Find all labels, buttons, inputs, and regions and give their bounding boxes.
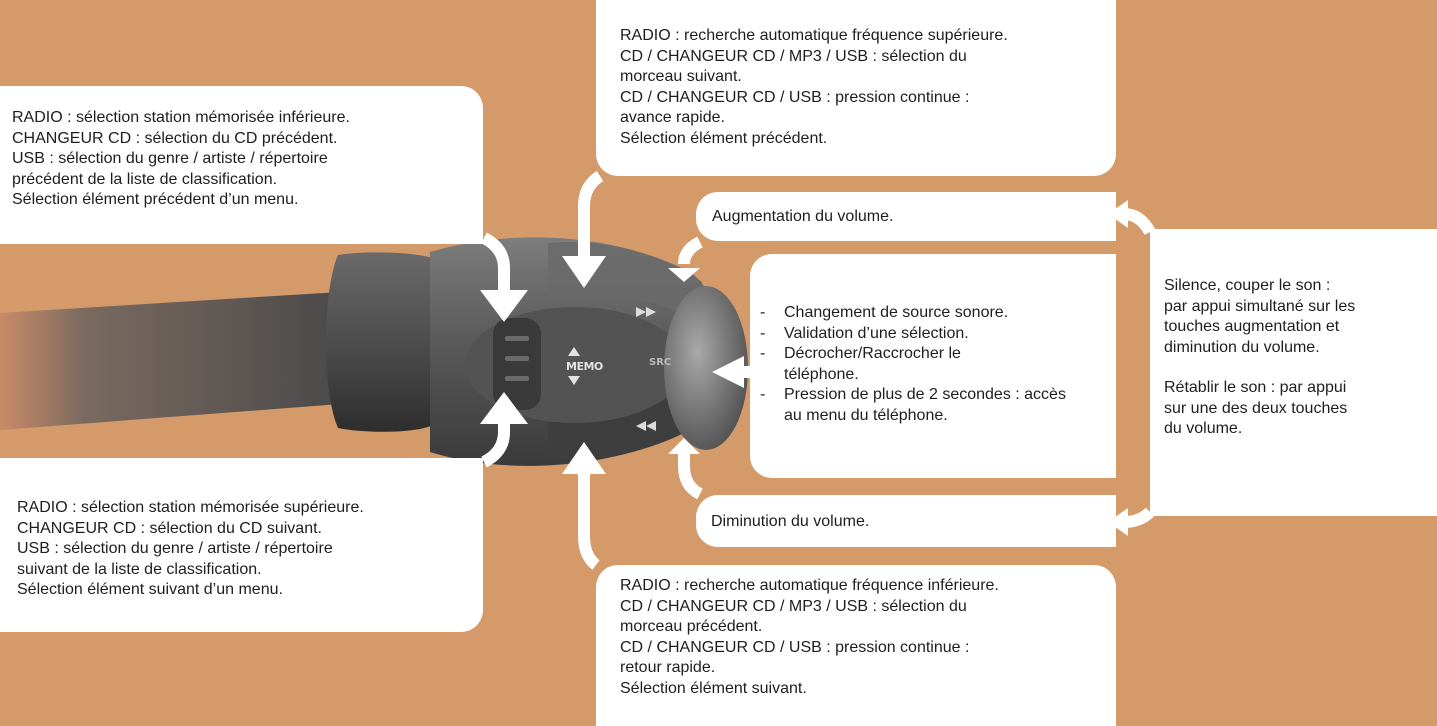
arrow-head-top-left [480,290,528,322]
callout-line: avance rapide. [620,109,725,126]
volume-down-label: Diminution du volume. [711,513,870,530]
arrow-head-top-right [562,256,606,288]
callout-volume-down: Diminution du volume. [696,495,1116,547]
src-end-cap [664,286,748,450]
callout-src-button: Changement de source sonore. Validation … [750,254,1116,478]
callout-line: USB : sélection du genre / artiste / rép… [12,150,328,167]
callout-line: RADIO : sélection station mémorisée supé… [17,499,364,516]
callout-line: USB : sélection du genre / artiste / rép… [17,540,333,557]
unmute-line: du volume. [1164,420,1243,437]
seek-down-rocker [548,386,702,459]
mute-line: touches augmentation et [1164,318,1340,335]
arrow-head-bottom-right [562,442,606,474]
unmute-line: Rétablir le son : par appui [1164,379,1347,396]
thumb-wheel [493,318,541,410]
src-label: SRC [649,357,672,368]
callout-line: RADIO : sélection station mémorisée infé… [12,109,350,126]
unmute-line: sur une des deux touches [1164,399,1348,417]
callout-seek-down: RADIO : recherche automatique fréquence … [596,565,1116,726]
src-function-item: Pression de plus de 2 secondes : accès a… [760,385,1074,426]
src-function-item: Changement de source sonore. [760,303,1116,324]
arrow-head-volume-up [668,268,700,282]
mute-line: diminution du volume. [1164,338,1320,356]
arrow-head-volume-down [668,438,700,454]
src-function-list: Changement de source sonore. Validation … [760,303,1116,426]
callout-line: CD / CHANGEUR CD / USB : pression contin… [620,638,970,656]
callout-seek-up: RADIO : recherche automatique fréquence … [596,0,1116,176]
callout-line: morceau précédent. [620,618,763,635]
callout-line: CD / CHANGEUR CD / USB : pression contin… [620,88,970,106]
callout-line: Sélection élément précédent. [620,129,828,147]
callout-line: RADIO : recherche automatique fréquence … [620,27,1008,44]
arrow-head-silence-up [1108,200,1128,228]
callout-wheel-down: RADIO : sélection station mémorisée supé… [0,458,483,632]
control-collar [326,252,440,432]
callout-mute: Silence, couper le son : par appui simul… [1150,229,1437,516]
src-function-item: Décrocher/Raccrocher le téléphone. [760,344,1014,385]
callout-line: précédent de la liste de classification. [12,170,278,188]
memo-up-triangle [568,347,580,356]
callout-line: morceau suivant. [620,68,742,85]
callout-wheel-up: RADIO : sélection station mémorisée infé… [0,86,483,244]
memo-label: MEMO [566,360,603,373]
arrow-head-silence-down [1108,508,1128,536]
column-stalk [0,292,340,430]
callout-line: CHANGEUR CD : sélection du CD précédent. [12,129,338,147]
callout-line: CHANGEUR CD : sélection du CD suivant. [17,519,322,537]
callout-line: suivant de la liste de classification. [17,560,262,578]
callout-line: retour rapide. [620,659,716,676]
callout-volume-up: Augmentation du volume. [696,192,1116,241]
callout-line: CD / CHANGEUR CD / MP3 / USB : sélection… [620,47,967,65]
mute-line: par appui simultané sur les [1164,297,1356,315]
callout-line: RADIO : recherche automatique fréquence … [620,577,999,594]
callout-line: Sélection élément précédent d’un menu. [12,191,299,208]
src-function-item: Validation d’une sélection. [760,324,1116,345]
arrow-head-bottom-left [480,392,528,424]
callout-line: Sélection élément suivant d’un menu. [17,581,283,598]
mute-line: Silence, couper le son : [1164,277,1331,294]
arrow-head-src [712,356,744,388]
memo-down-triangle [568,376,580,385]
callout-line: CD / CHANGEUR CD / MP3 / USB : sélection… [620,597,967,615]
callout-line: Sélection élément suivant. [620,679,807,697]
volume-up-label: Augmentation du volume. [712,208,894,225]
